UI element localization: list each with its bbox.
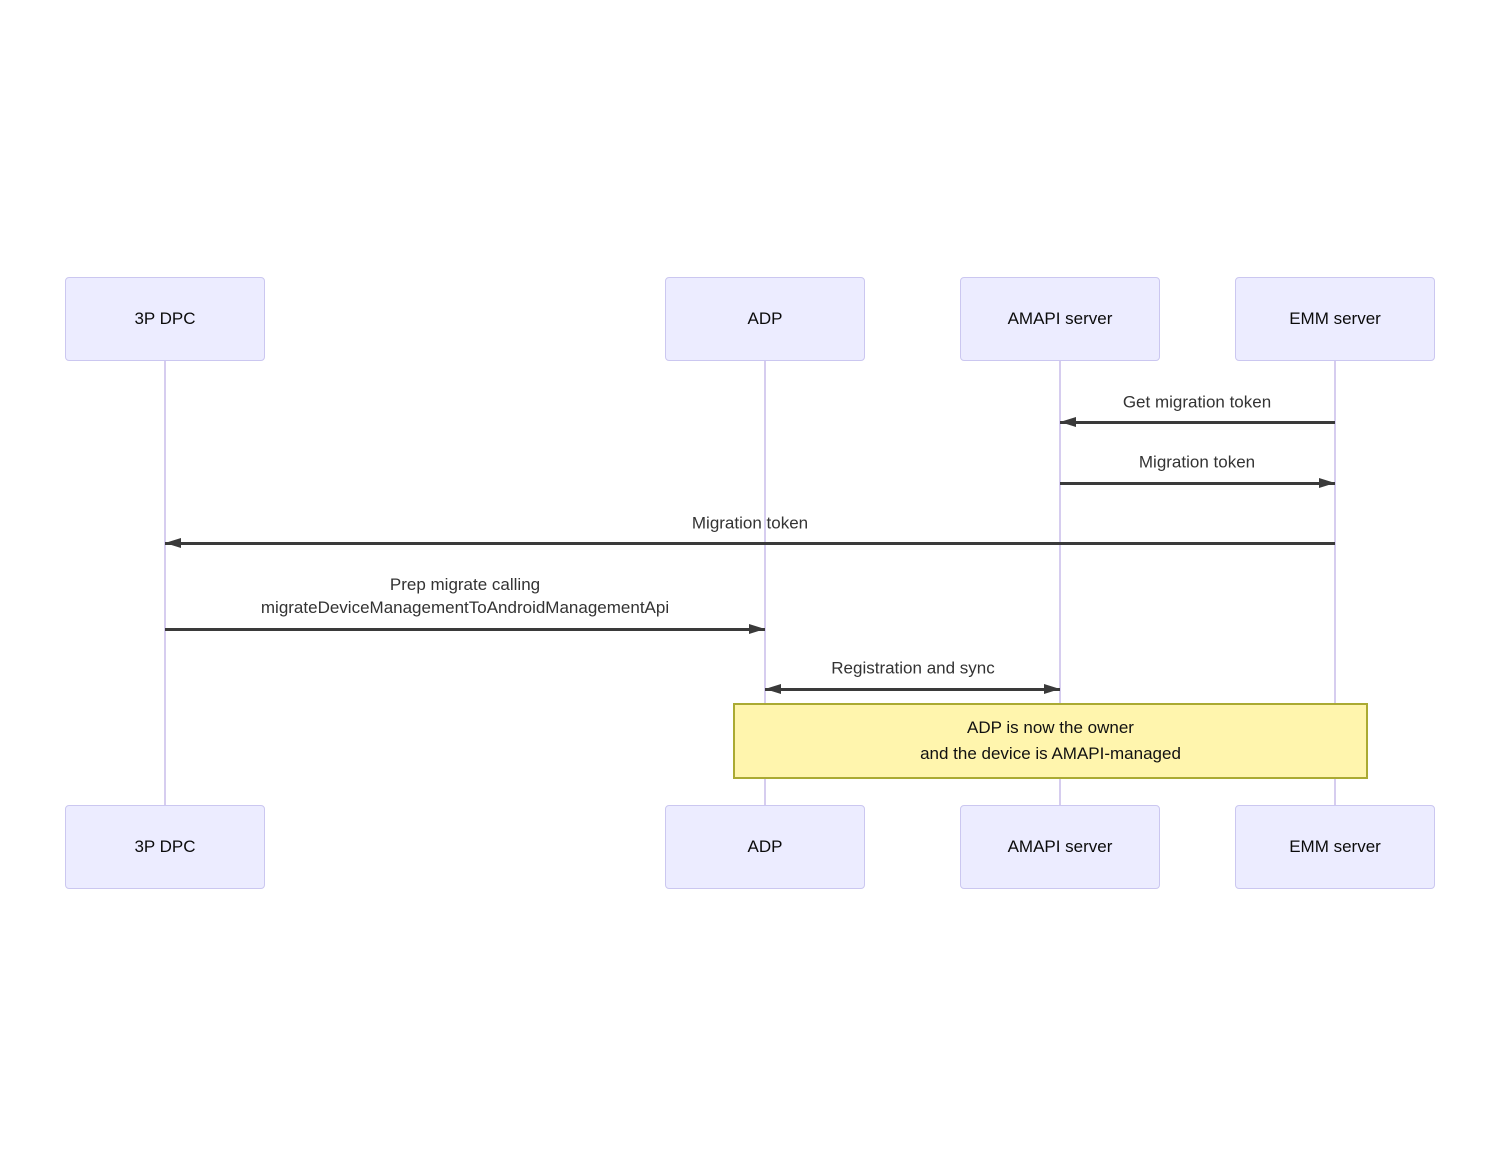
actor-top-adp: ADP — [665, 277, 865, 361]
actor-bottom-emm-server: EMM server — [1235, 805, 1435, 889]
actor-label: 3P DPC — [134, 309, 196, 328]
actor-label: AMAPI server — [1007, 837, 1113, 856]
message-2-label: Migration token — [1138, 452, 1256, 472]
actor-label: EMM server — [1289, 309, 1381, 328]
message-5-arrowhead-left-icon — [765, 684, 781, 694]
actor-label: ADP — [747, 309, 783, 328]
message-3-label: Migration token — [691, 513, 809, 533]
lifeline-adp — [764, 361, 766, 805]
message-2-arrowhead-right-icon — [1319, 478, 1335, 488]
actor-label: ADP — [747, 837, 783, 856]
message-1-line — [1060, 421, 1335, 424]
message-3-line — [165, 542, 1335, 545]
actor-label: EMM server — [1289, 837, 1381, 856]
actor-bottom-3p-dpc: 3P DPC — [65, 805, 265, 889]
message-5-arrowhead-right-icon — [1044, 684, 1060, 694]
message-4-label: Prep migrate calling migrateDeviceManage… — [261, 573, 669, 619]
message-2-line — [1060, 482, 1335, 485]
message-4-line — [165, 628, 765, 631]
message-4-arrowhead-right-icon — [749, 624, 765, 634]
note-box: ADP is now the owner and the device is A… — [733, 703, 1368, 779]
note-line-2: and the device is AMAPI-managed — [920, 744, 1181, 763]
message-4-label-line-2: migrateDeviceManagementToAndroidManageme… — [260, 598, 670, 617]
message-1-label: Get migration token — [1122, 392, 1272, 412]
message-5-line — [765, 688, 1060, 691]
lifeline-amapi-server — [1059, 361, 1061, 805]
message-3-arrowhead-left-icon — [165, 538, 181, 548]
message-1-arrowhead-left-icon — [1060, 417, 1076, 427]
actor-top-3p-dpc: 3P DPC — [65, 277, 265, 361]
actor-top-amapi-server: AMAPI server — [960, 277, 1160, 361]
actor-label: 3P DPC — [134, 837, 196, 856]
note-line-1: ADP is now the owner — [967, 718, 1134, 737]
message-5-label: Registration and sync — [831, 658, 995, 678]
actor-label: AMAPI server — [1007, 309, 1113, 328]
message-4-label-line-1: Prep migrate calling — [389, 575, 541, 594]
actor-bottom-amapi-server: AMAPI server — [960, 805, 1160, 889]
lifeline-3p-dpc — [164, 361, 166, 805]
actor-top-emm-server: EMM server — [1235, 277, 1435, 361]
actor-bottom-adp: ADP — [665, 805, 865, 889]
lifeline-emm-server — [1334, 361, 1336, 805]
